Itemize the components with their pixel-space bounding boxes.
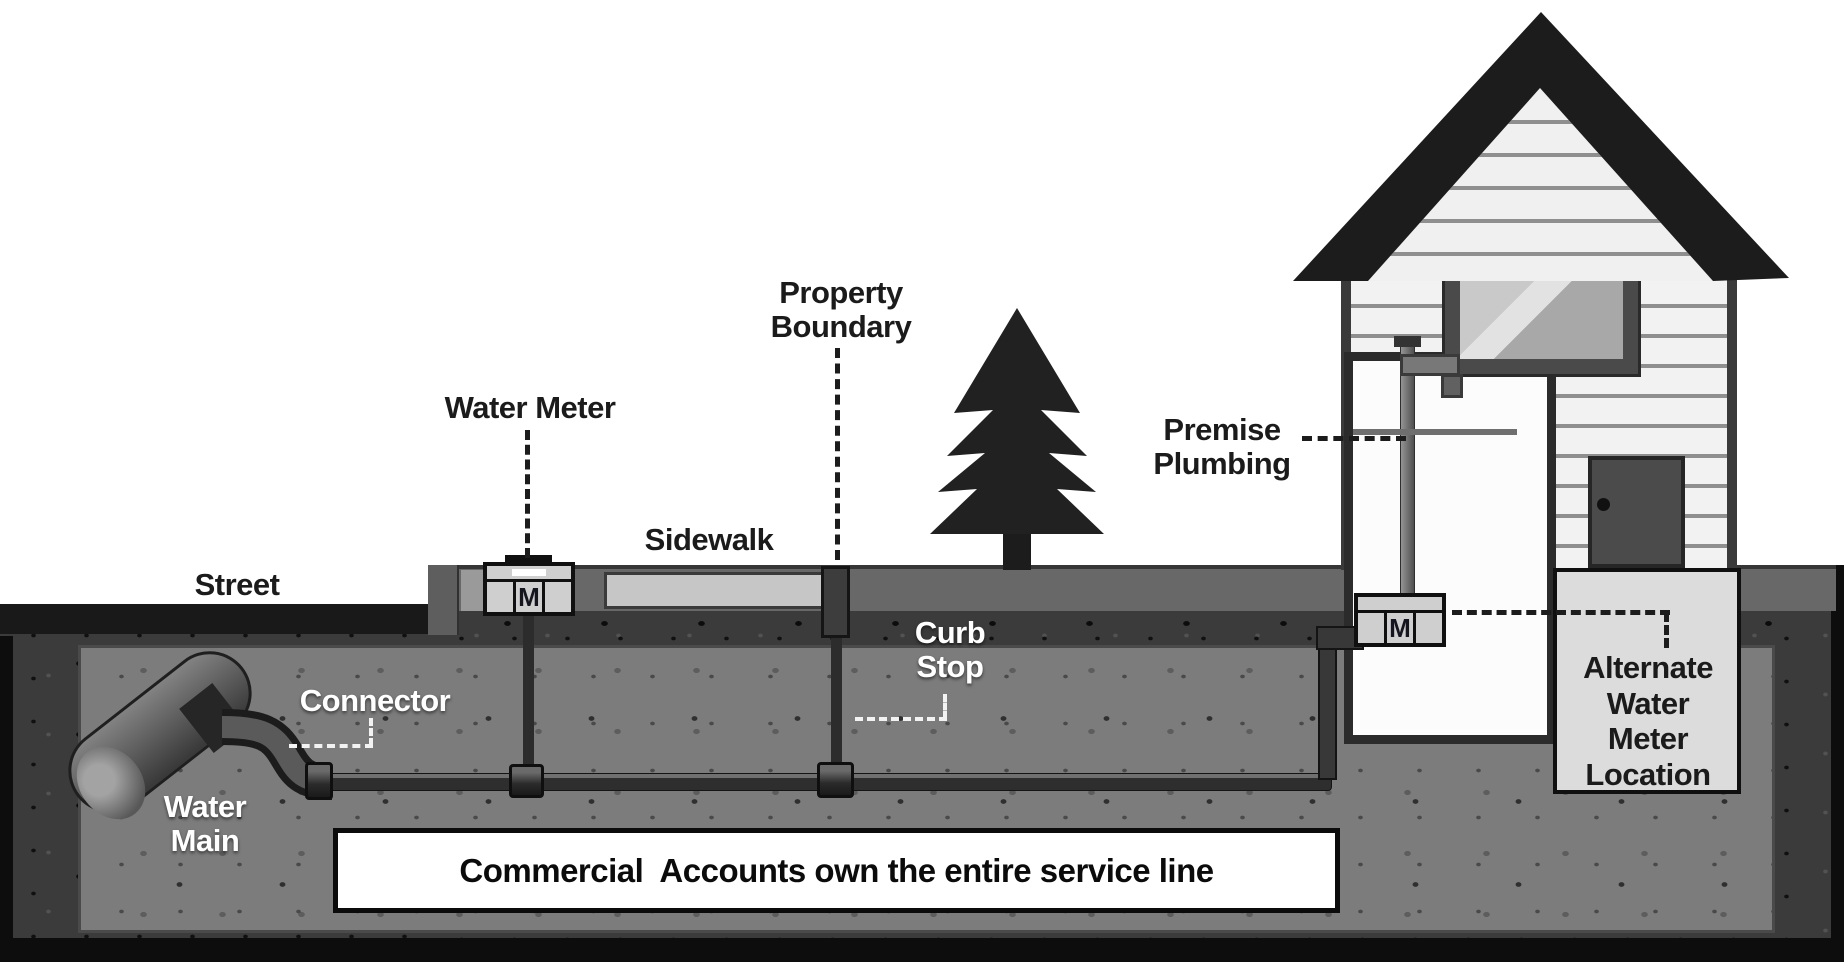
banner-text: Commercial Accounts own the entire servi… [459,851,1214,889]
premise-plumbing-leader [1302,436,1406,441]
basement-room [1344,352,1556,744]
service-line-coupling-1 [509,764,544,798]
room-shelf-line [1353,429,1517,435]
street-meter-register [487,566,571,579]
door-knob-icon [1597,498,1610,511]
curb-stop-leader-v [943,694,947,719]
alternate-meter-box [1553,568,1741,794]
curb-stop-label: Curb Stop [914,615,986,685]
house-roof [1293,12,1789,281]
street-water-meter: M [483,562,575,616]
meter-cell: M [1387,613,1413,643]
curb-block [428,565,459,635]
house-door [1588,456,1685,568]
premise-plumbing-label: Premise Plumbing [1153,412,1291,482]
alternate-meter-leader-h [1452,610,1670,615]
pine-tree-icon [930,308,1104,570]
premise-pipe [1400,344,1415,598]
house-wall-right [1727,276,1737,570]
curb-stop-drop-pipe [831,634,842,774]
curb-block-light [461,570,487,611]
faucet-nozzle [1441,374,1463,398]
curb-stop-leader-h [855,717,947,721]
sidewalk-slab [604,572,824,609]
meter-cell: M [516,582,542,612]
meter-drop-pipe [523,613,534,775]
meter-cell [1358,613,1384,643]
basement-meter-label: M [1389,613,1411,643]
curb-stop-valve [821,566,850,638]
meter-cell [487,582,513,612]
property-boundary-label: Property Boundary [770,275,912,345]
basement-meter-register [1358,597,1442,610]
ground-edge-bottom [0,938,1844,962]
street-meter-cap [505,555,552,564]
street-meter-label: M [518,582,540,612]
faucet-arm [1400,354,1460,376]
meter-cell [545,582,571,612]
alternate-meter-leader-v [1664,612,1669,648]
gable-siding [1368,88,1713,281]
house-riser-pipe [1318,638,1337,780]
sidewalk-label: Sidewalk [644,522,774,557]
water-main-label: Water Main [163,789,247,859]
ownership-banner: Commercial Accounts own the entire servi… [333,828,1340,913]
ground-edge-left [0,636,13,962]
service-line-coupling-2 [817,762,854,798]
street-label: Street [194,567,280,602]
ground-edge-right [1831,565,1844,962]
water-meter-label: Water Meter [444,390,616,425]
property-boundary-leader [835,348,840,560]
street-asphalt [0,604,430,634]
water-meter-leader [525,430,530,558]
connector-leader-h [289,744,373,748]
premise-pipe-cap [1394,336,1421,347]
connector-label: Connector [299,683,451,718]
connector-leader-v [369,718,373,746]
meter-dial-icon [512,569,546,576]
meter-cell [1416,613,1442,643]
connector-coupling [305,762,333,800]
basement-water-meter: M [1354,593,1446,647]
alternate-meter-label: Alternate Water Meter Location [1583,650,1713,792]
